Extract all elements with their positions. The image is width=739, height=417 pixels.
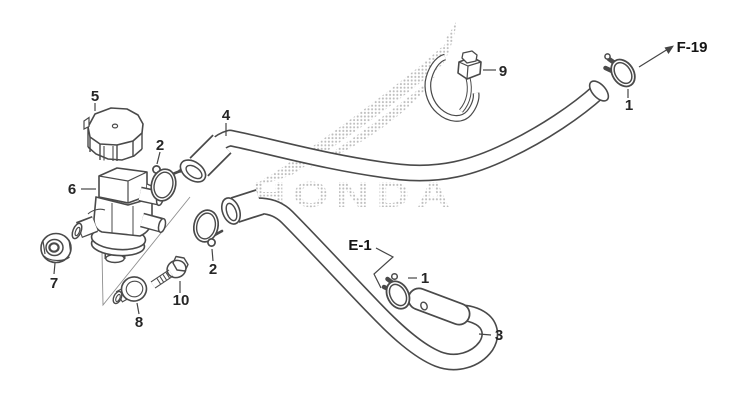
label-10: 10: [173, 292, 190, 309]
label-1a: 1: [625, 97, 633, 114]
tube-clamp-1b: [381, 272, 411, 310]
label-4: 4: [222, 107, 231, 124]
label-2b: 2: [209, 261, 217, 278]
mount-nut-7: [40, 232, 72, 264]
band-nut-top: [461, 50, 478, 64]
valve-port-lower: [157, 217, 167, 234]
solenoid-valve-6: [71, 167, 167, 264]
hose-3-mount-hole: [420, 301, 428, 311]
label-7: 7: [50, 275, 58, 292]
label-8: 8: [135, 314, 143, 331]
wire-clamp-2a: [150, 165, 182, 202]
label-5: 5: [91, 88, 99, 105]
hose-3: [220, 189, 499, 371]
hose-3-bore: [225, 202, 238, 222]
tube-clamp-1a: [603, 53, 636, 88]
band-stay-9: [424, 50, 482, 122]
honda-watermark: HONDA: [252, 20, 457, 215]
label-3: 3: [495, 327, 503, 344]
ref-label-e1: E-1: [348, 237, 371, 254]
part-labels: 5 4 2 6 7 8 10 2 9 1 1 3: [50, 63, 633, 344]
wire-clamp-2b: [192, 209, 224, 247]
label-6: 6: [68, 181, 76, 198]
label-2a: 2: [156, 137, 164, 154]
hose-4-bore: [185, 164, 203, 180]
ref-label-f19: F-19: [677, 39, 708, 56]
bolt-flange: [166, 259, 187, 279]
f19-arrow-head: [664, 45, 674, 54]
grommet-8: [112, 276, 148, 305]
reference-labels: F-19 E-1: [348, 39, 707, 254]
e1-leader: [373, 247, 395, 289]
flange-bolt-10: [150, 255, 189, 289]
leader-lines: [53, 45, 674, 336]
hose-4-end: [588, 80, 610, 102]
valve-cap-5: [83, 107, 144, 161]
hose-4: [179, 80, 610, 183]
label-1b: 1: [421, 270, 429, 287]
label-9: 9: [499, 63, 507, 80]
f19-arrow-line: [638, 48, 669, 68]
